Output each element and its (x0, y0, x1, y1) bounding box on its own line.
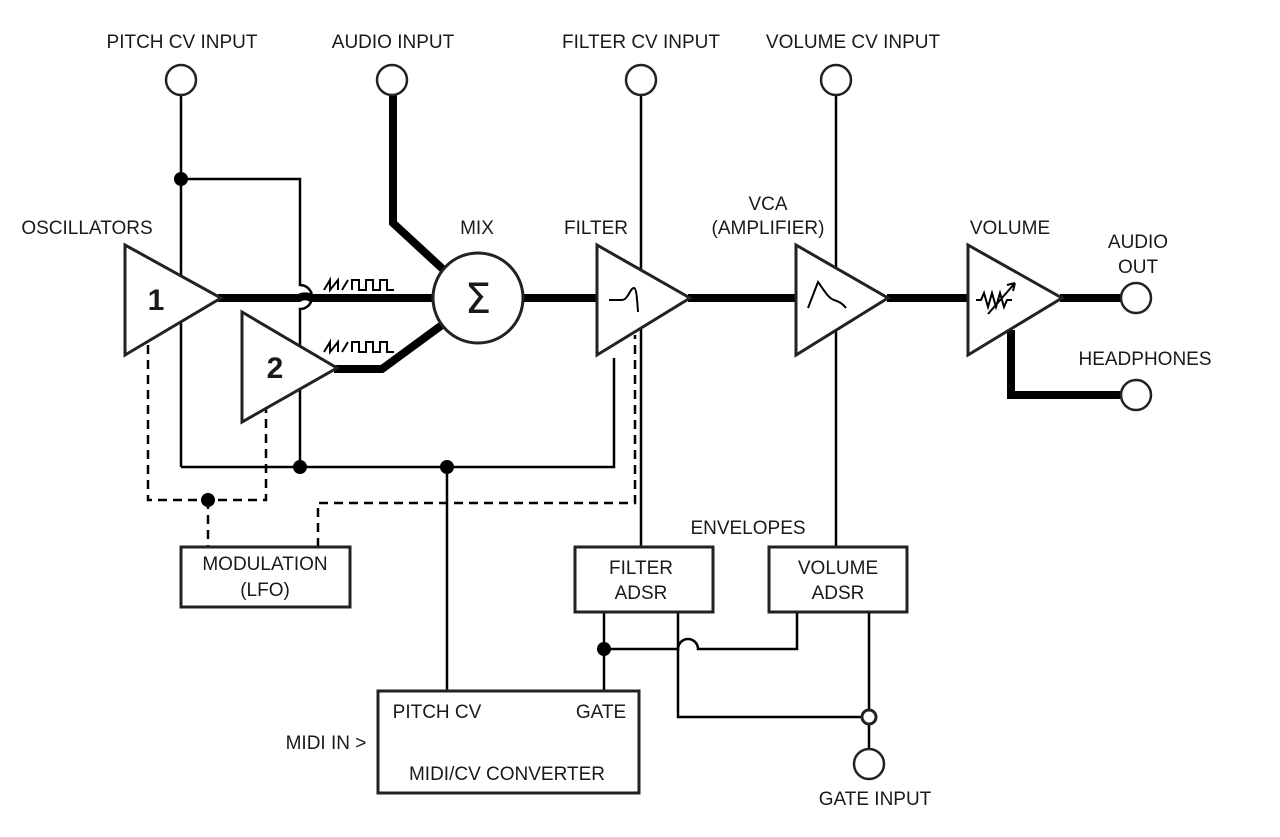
junction-dot-lfo (201, 493, 215, 507)
audio-input-wire (389, 95, 449, 275)
volume-adsr-block: VOLUME ADSR (767, 545, 909, 614)
modulation-label-line1: MODULATION (202, 554, 327, 575)
osc2-to-mix-wire (334, 321, 445, 373)
volume-adsr-label-line2: ADSR (812, 583, 865, 604)
waveform-icon-osc1 (323, 276, 394, 293)
audio-out-label-line2: OUT (1118, 257, 1159, 278)
volume-adsr-label-line1: VOLUME (798, 558, 878, 579)
junction-dot-gate (597, 642, 611, 656)
envelopes-label: ENVELOPES (690, 518, 805, 539)
oscillator-2: 2 (240, 309, 340, 425)
pitch-cv-input-label: PITCH CV INPUT (107, 32, 258, 53)
envelope-curve-icon (807, 279, 847, 309)
midi-in-label: MIDI IN > (286, 733, 367, 754)
oscillator-2-number: 2 (267, 352, 284, 385)
headphones-label: HEADPHONES (1078, 349, 1211, 370)
volume-to-headphones-wire (1007, 330, 1121, 399)
filter-block (595, 242, 693, 358)
waveform-icon-osc2 (323, 338, 394, 355)
headphones-jack (1119, 378, 1153, 412)
midi-cv-converter-block: PITCH CV GATE MIDI/CV CONVERTER (376, 689, 641, 795)
filter-adsr-label-line1: FILTER (609, 558, 673, 579)
midi-cv-converter-label: MIDI/CV CONVERTER (409, 764, 605, 785)
junction-dot-pitch-branch (174, 172, 188, 186)
sigma-icon: Σ (465, 274, 492, 323)
gate-input-label: GATE INPUT (819, 789, 932, 810)
filter-label: FILTER (564, 218, 628, 239)
osc1-to-mix-wire (218, 292, 435, 302)
audio-input-label: AUDIO INPUT (332, 32, 455, 53)
vca-label-line1: VCA (748, 194, 787, 215)
variable-resistor-icon (976, 282, 1016, 315)
mix-label: MIX (460, 218, 494, 239)
lfo-mod-filter (316, 335, 637, 547)
volume-block (966, 242, 1065, 358)
gate-label: GATE (576, 702, 626, 723)
modulation-label-line2: (LFO) (240, 580, 290, 601)
modulation-lfo-block: MODULATION (LFO) (179, 545, 352, 609)
audio-out-label-line1: AUDIO (1108, 232, 1168, 253)
mixer: Σ (431, 251, 525, 345)
vca-label-line2: (AMPLIFIER) (712, 218, 825, 239)
gate-input-jack (852, 747, 886, 781)
lowpass-curve-icon (609, 286, 639, 313)
audio-input-jack (375, 63, 409, 97)
vca-block (794, 242, 891, 358)
volume-cv-input-jack (819, 63, 853, 97)
gate-junction-ring (860, 708, 878, 726)
filter-cv-input-label: FILTER CV INPUT (562, 32, 720, 53)
pitch-bus-wire (181, 358, 616, 469)
junction-dot-bus-osc2 (293, 460, 307, 474)
junction-dot-bus-midi (440, 460, 454, 474)
pitch-cv-label: PITCH CV (393, 702, 482, 723)
oscillator-1-number: 1 (148, 284, 165, 317)
oscillator-1: 1 (123, 242, 225, 358)
filter-cv-input-jack (624, 63, 658, 97)
gate-jack-bus (676, 612, 861, 719)
gate-to-volume-adsr (604, 612, 799, 651)
audio-out-jack (1119, 281, 1153, 315)
pitch-cv-input-jack (164, 63, 198, 97)
filter-adsr-label-line2: ADSR (615, 583, 668, 604)
oscillators-label: OSCILLATORS (21, 218, 152, 239)
volume-label: VOLUME (970, 218, 1050, 239)
filter-adsr-block: FILTER ADSR (573, 545, 715, 614)
volume-cv-input-label: VOLUME CV INPUT (766, 32, 941, 53)
